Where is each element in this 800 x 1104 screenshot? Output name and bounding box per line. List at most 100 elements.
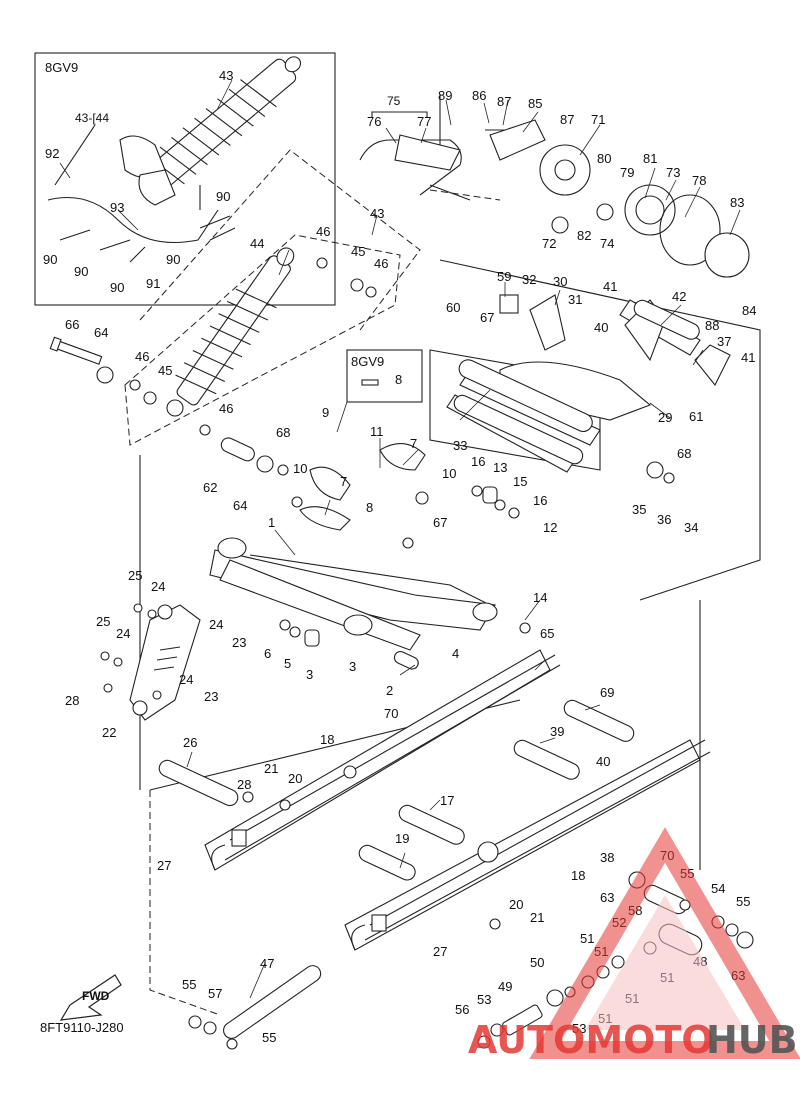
callout-46: 46 (219, 401, 233, 416)
callout-34: 34 (684, 520, 698, 535)
callout-26: 26 (183, 735, 197, 750)
callout-64: 64 (233, 498, 247, 513)
callout-42: 42 (672, 289, 686, 304)
callout-29: 29 (658, 410, 672, 425)
main-linkage (209, 443, 498, 651)
callout-72: 72 (542, 236, 556, 251)
callout-25: 25 (128, 568, 142, 583)
callout-53: 53 (572, 1021, 586, 1036)
callout-2: 2 (386, 683, 393, 698)
callout-28: 28 (237, 777, 251, 792)
callout-23: 23 (204, 689, 218, 704)
callout-68: 68 (276, 425, 290, 440)
callout-61: 61 (689, 409, 703, 424)
inset-code: 8GV9 (45, 60, 78, 75)
label-43-44: 43-[44 (75, 111, 109, 125)
callout-32: 32 (522, 272, 536, 287)
callout-53: 53 (477, 992, 491, 1007)
callout-66: 66 (65, 317, 79, 332)
callout-68: 68 (677, 446, 691, 461)
callout-21: 21 (530, 910, 544, 925)
callout-20: 20 (288, 771, 302, 786)
callout-47: 47 (260, 956, 274, 971)
callout-90: 90 (43, 252, 57, 267)
inset-cable (47, 196, 219, 243)
callout-55: 55 (262, 1030, 276, 1045)
callout-41: 41 (741, 350, 755, 365)
callout-6: 6 (264, 646, 271, 661)
callout-24: 24 (151, 579, 165, 594)
callout-86: 86 (472, 88, 486, 103)
callout-67: 67 (433, 515, 447, 530)
callout-93: 93 (110, 200, 124, 215)
callout-77: 77 (417, 114, 431, 129)
callout-30: 30 (553, 274, 567, 289)
callout-33: 33 (453, 438, 467, 453)
sub-code: 8GV9 (351, 354, 384, 369)
callout-21: 21 (264, 761, 278, 776)
hardware (49, 257, 754, 1050)
callout-24: 24 (116, 626, 130, 641)
callout-7: 7 (410, 436, 417, 451)
callout-44: 44 (250, 236, 264, 251)
callout-45: 45 (351, 244, 365, 259)
shock-box-outline (139, 149, 421, 331)
callout-73: 73 (666, 165, 680, 180)
callout-7: 7 (340, 474, 347, 489)
callout-8: 8 (395, 372, 402, 387)
callout-5: 5 (284, 656, 291, 671)
callout-65: 65 (540, 626, 554, 641)
callout-67: 67 (480, 310, 494, 325)
callout-76: 76 (367, 114, 381, 129)
watermark (529, 827, 800, 1059)
callout-83: 83 (730, 195, 744, 210)
callout-79: 79 (620, 165, 634, 180)
callout-20: 20 (509, 897, 523, 912)
callout-10: 10 (293, 461, 307, 476)
callout-18: 18 (571, 868, 585, 883)
callout-84: 84 (742, 303, 756, 318)
callout-11: 11 (370, 424, 384, 439)
callout-41: 41 (603, 279, 617, 294)
callout-40: 40 (596, 754, 610, 769)
callout-38: 38 (600, 850, 614, 865)
callout-90: 90 (74, 264, 88, 279)
callout-27: 27 (433, 944, 447, 959)
rear-link (129, 604, 201, 721)
callout-78: 78 (692, 173, 706, 188)
callout-69: 69 (600, 685, 614, 700)
callout-88: 88 (705, 318, 719, 333)
callout-49: 49 (498, 979, 512, 994)
callout-40: 40 (594, 320, 608, 335)
callout-16: 16 (533, 493, 547, 508)
callout-60: 60 (446, 300, 460, 315)
callout-24: 24 (179, 672, 193, 687)
callout-50: 50 (530, 955, 544, 970)
callout-63: 63 (600, 890, 614, 905)
callout-17: 17 (440, 793, 454, 808)
figure-reference: 8FT9110-J280 (40, 1020, 124, 1035)
callout-15: 15 (513, 474, 527, 489)
callout-27: 27 (157, 858, 171, 873)
callout-35: 35 (632, 502, 646, 517)
callout-24: 24 (209, 617, 223, 632)
callout-46: 46 (316, 224, 330, 239)
fwd-arrow: FWD (59, 974, 122, 1021)
callout-10: 10 (442, 466, 456, 481)
callout-18: 18 (320, 732, 334, 747)
callout-31: 31 (568, 292, 582, 307)
callout-82: 82 (577, 228, 591, 243)
callout-4: 4 (452, 646, 459, 661)
callout-43: 43 (370, 206, 384, 221)
callout-92: 92 (45, 146, 59, 161)
callout-9: 9 (322, 405, 329, 420)
callout-37: 37 (717, 334, 731, 349)
callout-87: 87 (497, 94, 511, 109)
callout-22: 22 (102, 725, 116, 740)
callout-46: 46 (374, 256, 388, 271)
callout-59: 59 (497, 269, 511, 284)
callout-3: 3 (349, 659, 356, 674)
callout-57: 57 (208, 986, 222, 1001)
callout-85: 85 (528, 96, 542, 111)
